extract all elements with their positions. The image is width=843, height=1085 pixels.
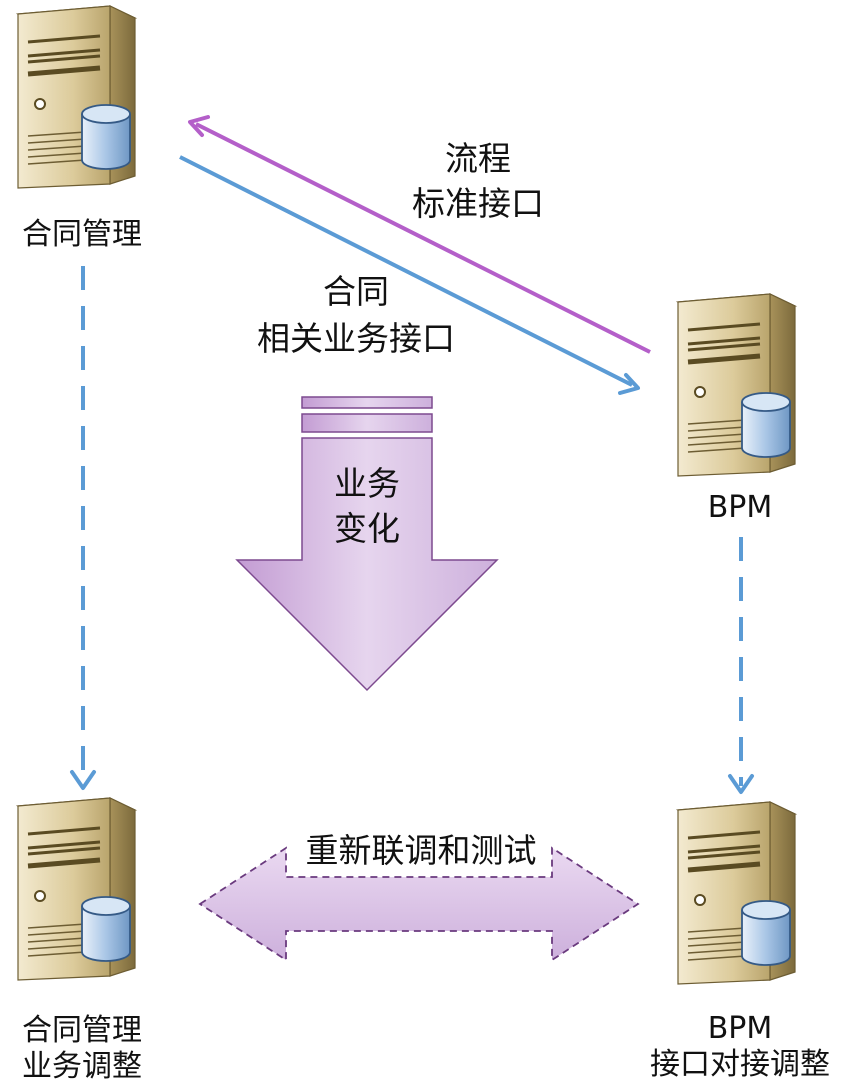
server-database-icon <box>678 294 795 476</box>
retest-double-arrow <box>198 846 640 962</box>
process-interface-arrow <box>188 115 651 354</box>
server-database-icon <box>678 802 795 984</box>
contract-interface-arrow <box>179 155 640 395</box>
node-bpm-label: BPM <box>708 490 773 525</box>
node-bpm-adjust-label: 接口对接调整 <box>650 1047 830 1082</box>
retest-label: 重新联调和测试 <box>306 831 537 870</box>
contract-interface-label: 合同 <box>323 272 389 311</box>
node-contract-adjust-label: 业务调整 <box>22 1049 142 1084</box>
business-change-label: 业务 <box>334 464 400 503</box>
server-database-icon <box>18 6 135 188</box>
node-contract-adjust-label: 合同管理 <box>22 1013 142 1048</box>
server-database-icon <box>18 798 135 980</box>
process-interface-label: 标准接口 <box>412 184 544 223</box>
node-contract-mgmt-label: 合同管理 <box>22 217 142 252</box>
bpm-to-adjust-dashed-arrow <box>728 537 754 794</box>
contract-to-adjust-dashed-arrow <box>70 266 96 790</box>
process-interface-label: 流程 <box>445 139 511 178</box>
business-change-arrow <box>235 396 499 692</box>
business-change-label: 变化 <box>334 509 400 548</box>
contract-interface-label: 相关业务接口 <box>257 319 455 358</box>
node-bpm-adjust-label: BPM <box>708 1011 773 1046</box>
